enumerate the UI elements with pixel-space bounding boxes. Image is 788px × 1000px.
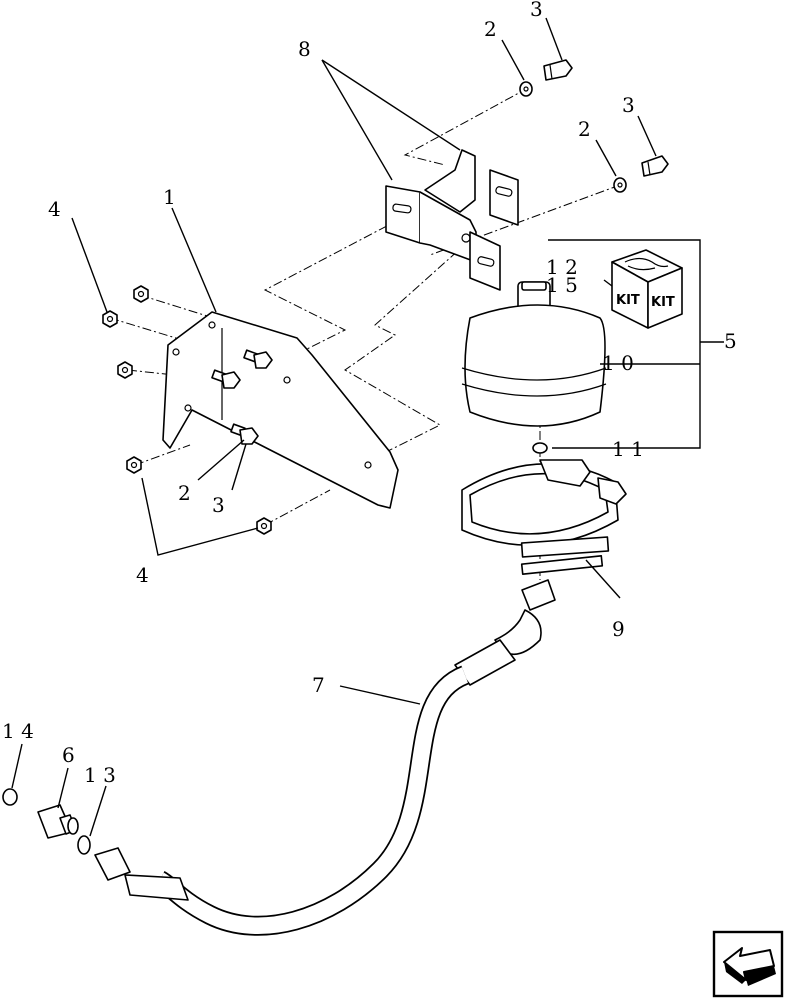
kit-box: KIT KIT — [611, 249, 683, 329]
callout-1: 1 — [163, 185, 176, 209]
kit-label-left: KIT — [616, 293, 640, 308]
o-ring-small-left — [2, 788, 18, 806]
callout-3-top-a: 3 — [530, 0, 543, 21]
callout-4-left: 4 — [48, 197, 61, 221]
mounting-plate — [162, 311, 399, 509]
callouts: 1 2 3 2 3 2 3 4 4 5 6 7 8 9 1 0 1 1 1 2 … — [2, 0, 737, 787]
hydraulic-hose — [94, 579, 556, 936]
callout-7: 7 — [312, 673, 325, 697]
callout-2-top-a: 2 — [484, 17, 497, 41]
bracket-clip — [489, 169, 519, 226]
plate-bolt-middle — [211, 369, 241, 389]
hex-nut-3 — [117, 361, 133, 379]
callout-2-bracket: 2 — [178, 481, 191, 505]
callout-6: 6 — [62, 743, 75, 767]
callout-15: 1 5 — [546, 273, 578, 297]
callout-3-top-b: 3 — [622, 93, 635, 117]
callout-4-bottom: 4 — [136, 563, 149, 587]
bolt-top-b — [641, 155, 669, 177]
leader-lines — [11, 17, 724, 837]
hex-nut-4 — [126, 456, 142, 474]
washer-top-b — [613, 177, 627, 193]
callout-11: 1 1 — [612, 437, 644, 461]
hex-nut-5 — [256, 517, 272, 535]
kit-label-right: KIT — [651, 295, 675, 310]
arrow-icon[interactable] — [712, 930, 784, 998]
bolt-top-a — [543, 59, 573, 81]
accumulator — [461, 281, 607, 427]
o-ring-seal — [532, 442, 548, 454]
callout-8: 8 — [298, 37, 311, 61]
callout-3-bracket: 3 — [212, 493, 225, 517]
callout-13: 1 3 — [84, 763, 116, 787]
plate-bolt-upper — [243, 349, 273, 369]
callout-5: 5 — [724, 329, 737, 353]
adapter-fitting — [37, 804, 79, 839]
callout-12: 1 2 — [546, 255, 578, 279]
callout-9: 9 — [612, 617, 625, 641]
callout-14: 1 4 — [2, 719, 34, 743]
hose-clamp — [461, 459, 627, 575]
o-ring-small-right — [77, 835, 91, 855]
bracket — [385, 149, 501, 291]
hex-nut-2 — [102, 310, 118, 328]
hex-nut-1 — [133, 285, 149, 303]
callout-2-top-b: 2 — [578, 117, 591, 141]
washer-top-a — [519, 81, 533, 97]
callout-10: 1 0 — [602, 351, 634, 375]
